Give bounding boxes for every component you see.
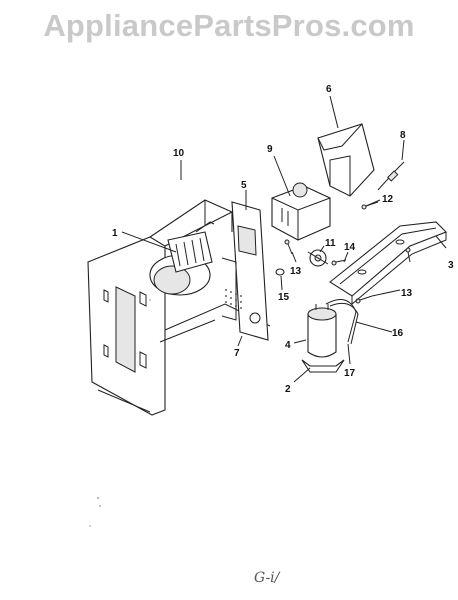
chassis-frame bbox=[87, 199, 271, 416]
callout-8: 8 bbox=[400, 130, 406, 141]
callout-7: 7 bbox=[234, 348, 240, 359]
callout-16: 16 bbox=[392, 328, 404, 339]
callout-9: 9 bbox=[267, 144, 273, 155]
callout-14: 14 bbox=[344, 242, 356, 253]
blower-motor-assembly bbox=[149, 221, 215, 296]
washer bbox=[275, 268, 285, 276]
handwritten-note: G-i/ bbox=[254, 570, 281, 586]
control-bracket bbox=[221, 201, 269, 341]
watermark-logo: AppliancePartsPros.com bbox=[43, 8, 415, 43]
callout-1: 1 bbox=[112, 228, 118, 239]
vent-holes bbox=[225, 289, 242, 309]
callout-13-upper: 13 bbox=[290, 266, 302, 277]
callout-10: 10 bbox=[173, 148, 185, 159]
capacitor bbox=[307, 299, 359, 358]
callout-2: 2 bbox=[285, 384, 291, 395]
support-rail bbox=[329, 221, 447, 306]
thermal-fuse bbox=[377, 161, 405, 191]
magnetron bbox=[271, 182, 331, 241]
callout-12: 12 bbox=[382, 194, 394, 205]
magnetron-shield bbox=[317, 123, 375, 197]
thermostat bbox=[307, 249, 329, 267]
scan-specks bbox=[89, 299, 151, 527]
leader-lines bbox=[121, 95, 447, 383]
callout-6: 6 bbox=[326, 84, 332, 95]
callout-17: 17 bbox=[344, 368, 356, 379]
callout-13-lower: 13 bbox=[401, 288, 413, 299]
callout-labels: 1 2 3 4 5 6 7 8 9 10 11 12 13 13 14 15 1… bbox=[112, 84, 454, 395]
callout-15: 15 bbox=[278, 292, 290, 303]
capacitor-strap bbox=[301, 359, 345, 373]
callout-4: 4 bbox=[285, 340, 291, 351]
callout-3: 3 bbox=[448, 260, 454, 271]
callout-5: 5 bbox=[241, 180, 247, 191]
callout-11: 11 bbox=[325, 238, 336, 249]
